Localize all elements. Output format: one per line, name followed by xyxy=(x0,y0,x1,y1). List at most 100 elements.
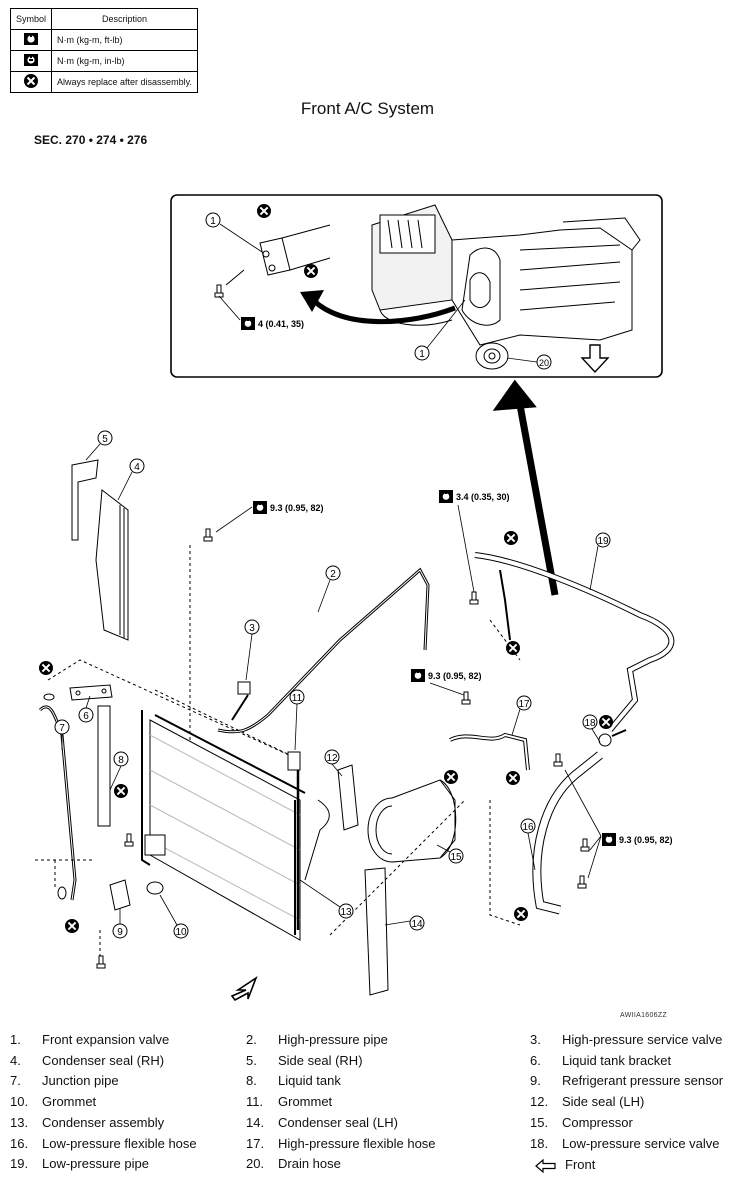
part-name: High-pressure flexible hose xyxy=(278,1135,436,1151)
part-number: 5. xyxy=(246,1052,257,1068)
inset-frame xyxy=(170,194,663,378)
callout-15: 15 xyxy=(450,852,462,863)
callout-2: 2 xyxy=(330,569,336,580)
page-title: Front A/C System xyxy=(300,99,435,118)
part-number: 19. xyxy=(10,1156,29,1172)
callout-1b: 1 xyxy=(419,349,425,360)
callout-1: 1 xyxy=(210,216,216,227)
callout-4: 4 xyxy=(134,462,140,473)
part-name: Low-pressure pipe xyxy=(42,1156,149,1172)
part-name: Liquid tank bracket xyxy=(562,1052,672,1068)
part-name: Low-pressure flexible hose xyxy=(42,1135,197,1151)
front-direction-arrow-main xyxy=(230,975,258,1002)
callout-10: 10 xyxy=(175,927,187,938)
replace-mark-icon xyxy=(113,783,129,799)
replace-mark-icon xyxy=(64,918,80,934)
replace-mark-icon xyxy=(503,530,519,546)
replace-mark-icon xyxy=(598,714,614,730)
replace-mark-icon xyxy=(303,263,319,279)
front-arrow-icon xyxy=(535,1159,556,1173)
part-name: Front expansion valve xyxy=(42,1032,170,1047)
part-number: 17. xyxy=(246,1135,265,1151)
part-number: 13. xyxy=(10,1114,29,1130)
part-name: Side seal (LH) xyxy=(562,1094,645,1110)
torque-hp-pipe: 9.3 (0.95, 82) xyxy=(270,503,324,513)
part-name: Low-pressure service valve xyxy=(562,1135,720,1151)
part-name: Condenser assembly xyxy=(42,1114,165,1130)
torque-wrench-nm-icon xyxy=(9,29,53,51)
part-number: 12. xyxy=(530,1094,549,1110)
part-number: 18. xyxy=(530,1135,549,1151)
callout-18: 18 xyxy=(584,718,596,729)
part-number: 1. xyxy=(10,1032,21,1047)
replace-mark-icon xyxy=(38,660,54,676)
callout-11: 11 xyxy=(292,693,303,704)
torque-mark-icon xyxy=(253,501,267,514)
callout-12: 12 xyxy=(326,753,338,764)
inset-arrow xyxy=(311,298,456,325)
cooling-unit xyxy=(371,204,641,370)
callout-8: 8 xyxy=(118,755,124,766)
part-number: 2. xyxy=(246,1032,257,1047)
callout-19: 19 xyxy=(597,536,609,547)
part-number: 6. xyxy=(530,1052,541,1068)
torque-mark-icon xyxy=(241,317,255,330)
part-name: Refrigerant pressure sensor xyxy=(562,1073,724,1089)
replace-mark-icon xyxy=(505,640,521,656)
part-name: Liquid tank xyxy=(278,1073,341,1089)
callout-5: 5 xyxy=(102,434,108,445)
torque-lp-hose: 9.3 (0.95, 82) xyxy=(619,835,673,845)
part-name: Compressor xyxy=(562,1114,633,1130)
part-number: 10. xyxy=(10,1094,29,1110)
symbol-legend: Symbol Description N·m (kg-m, ft-lb) N·m… xyxy=(9,8,199,93)
part-number: 16. xyxy=(10,1135,29,1151)
replace-mark-icon xyxy=(505,770,521,786)
front-direction-arrow xyxy=(580,344,610,374)
torque-expansion-valve: 4 (0.41, 35) xyxy=(258,319,304,329)
torque-mark-icon xyxy=(439,490,453,503)
image-code: AWIIA1606ZZ xyxy=(620,1012,667,1019)
part-number: 11. xyxy=(246,1094,264,1110)
replace-mark-icon xyxy=(443,769,459,785)
part-number: 20. xyxy=(246,1156,265,1172)
legend-desc: Always replace after disassembly. xyxy=(51,71,199,93)
torque-compressor: 9.3 (0.95, 82) xyxy=(428,671,482,681)
callout-16: 16 xyxy=(522,822,534,833)
replace-mark-icon xyxy=(256,203,272,219)
part-name: Condenser seal (RH) xyxy=(42,1052,165,1068)
callout-20: 20 xyxy=(539,358,549,368)
front-label: Front xyxy=(565,1157,596,1172)
callout-13: 13 xyxy=(340,907,352,918)
torque-mark-icon xyxy=(602,833,616,846)
torque-lp-pipe: 3.4 (0.35, 30) xyxy=(456,492,510,502)
expansion-valve xyxy=(225,224,331,286)
valve-bolt-icon xyxy=(214,284,224,298)
replace-part-icon xyxy=(9,71,53,93)
part-number: 14. xyxy=(246,1114,265,1130)
detail-arrow xyxy=(516,404,559,596)
main-assembly xyxy=(35,459,675,996)
part-name: High-pressure pipe xyxy=(278,1032,388,1047)
callout-17: 17 xyxy=(518,699,530,710)
callout-6: 6 xyxy=(83,711,89,722)
callout-14: 14 xyxy=(411,919,423,930)
part-name: Condenser seal (LH) xyxy=(278,1114,398,1130)
part-number: 7. xyxy=(10,1073,21,1089)
part-number: 9. xyxy=(530,1073,541,1089)
replace-mark-icon xyxy=(513,906,529,922)
callout-9: 9 xyxy=(117,927,123,938)
part-name: High-pressure service valve xyxy=(562,1032,723,1047)
torque-mark-icon xyxy=(411,669,425,682)
part-name: Drain hose xyxy=(278,1156,341,1172)
part-name: Junction pipe xyxy=(42,1073,119,1089)
part-name: Grommet xyxy=(42,1094,97,1110)
callout-3: 3 xyxy=(249,623,255,634)
part-name: Side seal (RH) xyxy=(278,1052,363,1068)
callout-7: 7 xyxy=(59,723,65,734)
part-number: 3. xyxy=(530,1032,541,1047)
part-number: 8. xyxy=(246,1073,257,1089)
part-number: 15. xyxy=(530,1114,549,1130)
part-name: Grommet xyxy=(278,1094,333,1110)
section-reference: SEC. 270 • 274 • 276 xyxy=(34,133,148,147)
